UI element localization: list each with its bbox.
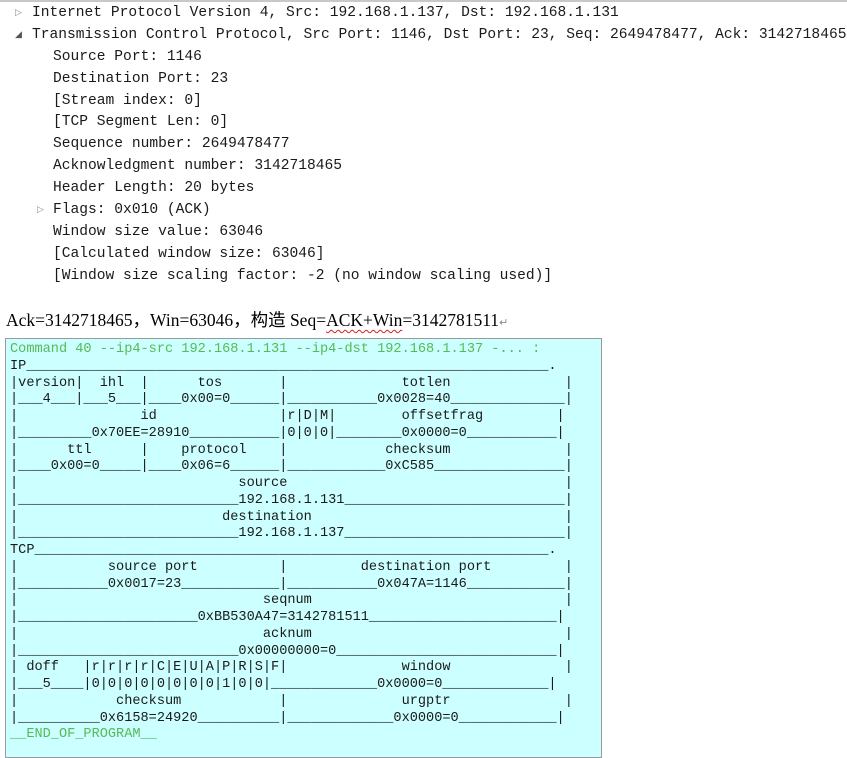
tcp-field-window-scaling[interactable]: [Window size scaling factor: -2 (no wind… xyxy=(0,266,847,288)
note-text-1: Ack=3142718465，Win=63046，构造 Seq= xyxy=(6,310,327,330)
tcp-field-sequence-number[interactable]: Sequence number: 2649478477 xyxy=(0,134,847,156)
field-label: Window size value: 63046 xyxy=(53,223,264,240)
field-label: Header Length: 20 bytes xyxy=(53,180,255,197)
terminal-line: | destination | xyxy=(10,509,573,525)
expand-triangle-icon[interactable]: ▷ xyxy=(37,205,44,216)
terminal-line: IP______________________________________… xyxy=(10,358,557,374)
collapse-triangle-icon[interactable]: ◢ xyxy=(15,29,22,40)
field-label: Flags: 0x010 (ACK) xyxy=(53,202,211,219)
terminal-line: | doff |r|r|r|r|C|E|U|A|P|R|S|F| window … xyxy=(10,660,573,676)
tcp-field-segment-len[interactable]: [TCP Segment Len: 0] xyxy=(0,112,847,134)
terminal-line: |__________0x6158=24920__________|______… xyxy=(10,710,565,726)
field-label: [Calculated window size: 63046] xyxy=(53,245,325,262)
tcp-field-destination-port[interactable]: Destination Port: 23 xyxy=(0,69,847,91)
terminal-line: | id |r|D|M| offsetfrag | xyxy=(10,409,565,424)
tcp-field-header-length[interactable]: Header Length: 20 bytes xyxy=(0,178,847,200)
tree-item-label: Transmission Control Protocol, Src Port:… xyxy=(32,26,847,43)
note-text-3: =3142781511 xyxy=(402,310,500,330)
tree-item-ip[interactable]: ▷ Internet Protocol Version 4, Src: 192.… xyxy=(0,3,847,25)
terminal-line: | source | xyxy=(10,476,573,491)
tcp-field-stream-index[interactable]: [Stream index: 0] xyxy=(0,91,847,113)
terminal-line: |___________________________192.168.1.13… xyxy=(10,526,573,542)
explanation-text: Ack=3142718465，Win=63046，构造 Seq=ACK+Win=… xyxy=(6,307,508,332)
tcp-field-window-size[interactable]: Window size value: 63046 xyxy=(0,222,847,244)
terminal-line: | acknum | xyxy=(10,626,573,642)
expand-triangle-icon[interactable]: ▷ xyxy=(15,8,22,18)
terminal-line: | source port | destination port | xyxy=(10,559,573,575)
packet-details-tree: ▷ Internet Protocol Version 4, Src: 192.… xyxy=(0,3,847,288)
field-label: [Window size scaling factor: -2 (no wind… xyxy=(53,267,553,284)
terminal-line: |______________________0xBB530A47=314278… xyxy=(10,610,565,625)
terminal-line: |___________________________0x00000000=0… xyxy=(10,643,565,659)
tcp-field-source-port[interactable]: Source Port: 1146 xyxy=(0,47,847,69)
field-label: Source Port: 1146 xyxy=(53,48,202,65)
terminal-line: | ttl | protocol | checksum | xyxy=(10,442,573,458)
terminal-line: |____0x00=0_____|____0x06=6______|______… xyxy=(10,459,573,475)
terminal-line: |version| ihl | tos | totlen | xyxy=(10,375,573,391)
field-label: Acknowledgment number: 3142718465 xyxy=(53,158,343,175)
tcp-field-ack-number[interactable]: Acknowledgment number: 3142718465 xyxy=(0,156,847,178)
field-label: [TCP Segment Len: 0] xyxy=(53,114,229,131)
tcp-field-flags[interactable]: ▷ Flags: 0x010 (ACK) xyxy=(0,200,847,222)
terminal-line: |_________0x70EE=28910___________|0|0|0|… xyxy=(10,425,565,441)
terminal-line: |___________________________192.168.1.13… xyxy=(10,492,573,508)
field-label: Destination Port: 23 xyxy=(53,70,229,87)
end-of-program: __END_OF_PROGRAM__ xyxy=(10,727,157,743)
tcp-field-calculated-window[interactable]: [Calculated window size: 63046] xyxy=(0,244,847,266)
tree-item-tcp[interactable]: ◢ Transmission Control Protocol, Src Por… xyxy=(0,25,847,47)
tree-item-label: Internet Protocol Version 4, Src: 192.16… xyxy=(32,5,619,21)
field-label: [Stream index: 0] xyxy=(53,92,202,109)
note-text-2: ACK+Win xyxy=(326,310,403,330)
terminal-line: | seqnum | xyxy=(10,593,573,609)
terminal-line: | checksum | urgptr | xyxy=(10,693,573,709)
paragraph-mark-icon: ↵ xyxy=(499,317,509,329)
terminal-line: TCP_____________________________________… xyxy=(10,543,557,558)
terminal-line: |___________0x0017=23____________|______… xyxy=(10,576,573,592)
terminal-line: |___5____|0|0|0|0|0|0|0|0|1|0|0|________… xyxy=(10,677,557,692)
terminal-line: |___4___|___5___|____0x00=0______|______… xyxy=(10,392,573,408)
top-border xyxy=(0,0,847,2)
terminal-output: Command 40 --ip4-src 192.168.1.131 --ip4… xyxy=(5,338,602,758)
command-line: Command 40 --ip4-src 192.168.1.131 --ip4… xyxy=(10,342,541,357)
field-label: Sequence number: 2649478477 xyxy=(53,136,290,153)
